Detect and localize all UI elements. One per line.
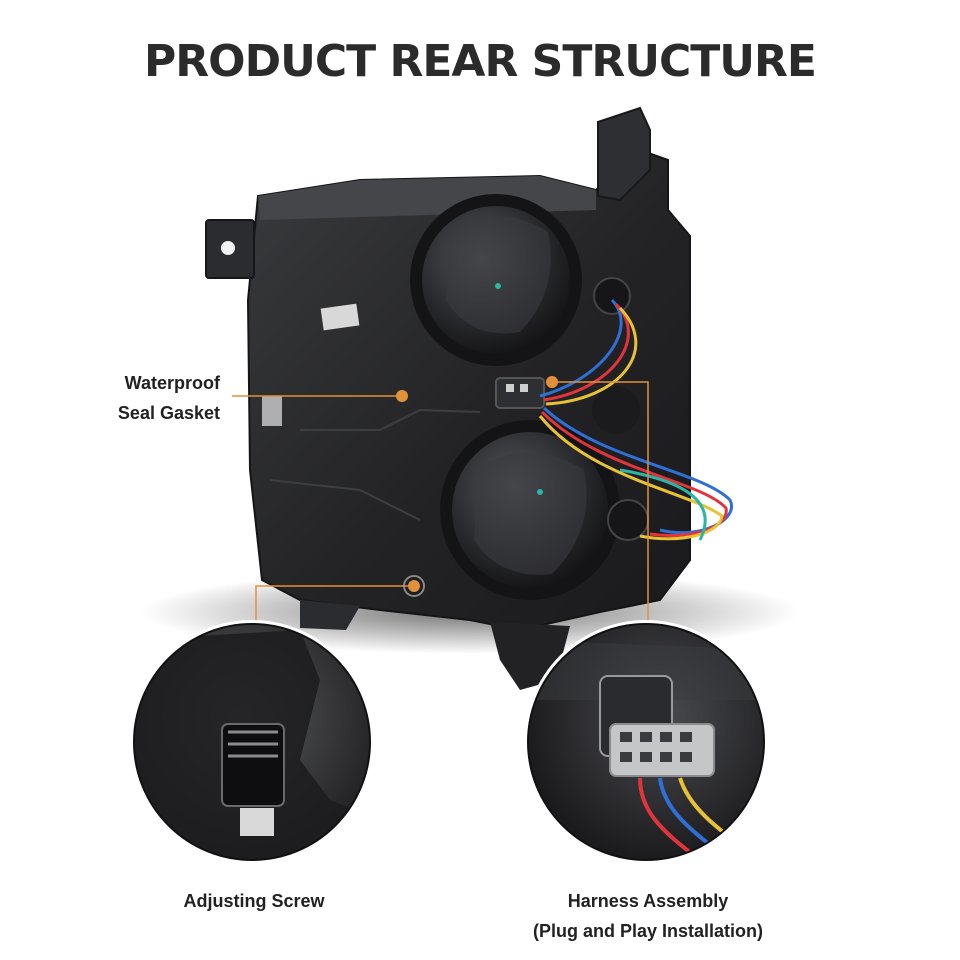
socket-upper xyxy=(593,277,631,315)
wire-harness xyxy=(538,298,734,541)
label-harness-assembly: Harness Assembly (Plug and Play Installa… xyxy=(486,886,810,946)
socket-mid xyxy=(592,386,640,434)
lower-dust-cap xyxy=(440,420,620,600)
dot-seal-gasket xyxy=(396,390,408,402)
label-seal-gasket: Waterproof Seal Gasket xyxy=(118,368,220,428)
label-adjusting-screw-text: Adjusting Screw xyxy=(183,891,325,911)
label-seal-gasket-line2: Seal Gasket xyxy=(117,403,220,423)
connector xyxy=(495,377,545,409)
label-harness-line1: Harness Assembly xyxy=(567,891,729,911)
page-title: PRODUCT REAR STRUCTURE xyxy=(144,36,817,87)
upper-dust-cap xyxy=(410,194,582,366)
label-seal-gasket-line1: Waterproof xyxy=(124,373,220,393)
socket-lower xyxy=(607,499,649,541)
leader-adjusting-screw xyxy=(255,585,408,628)
dot-harness xyxy=(546,376,558,388)
zoom-harness-assembly xyxy=(524,620,768,864)
label-adjusting-screw: Adjusting Screw xyxy=(132,886,376,916)
zoom-adjusting-screw xyxy=(130,620,374,864)
dot-adjusting-screw xyxy=(408,580,420,592)
label-harness-line2: (Plug and Play Installation) xyxy=(532,921,764,941)
leader-harness xyxy=(552,381,649,628)
callout-leaders xyxy=(232,381,649,628)
